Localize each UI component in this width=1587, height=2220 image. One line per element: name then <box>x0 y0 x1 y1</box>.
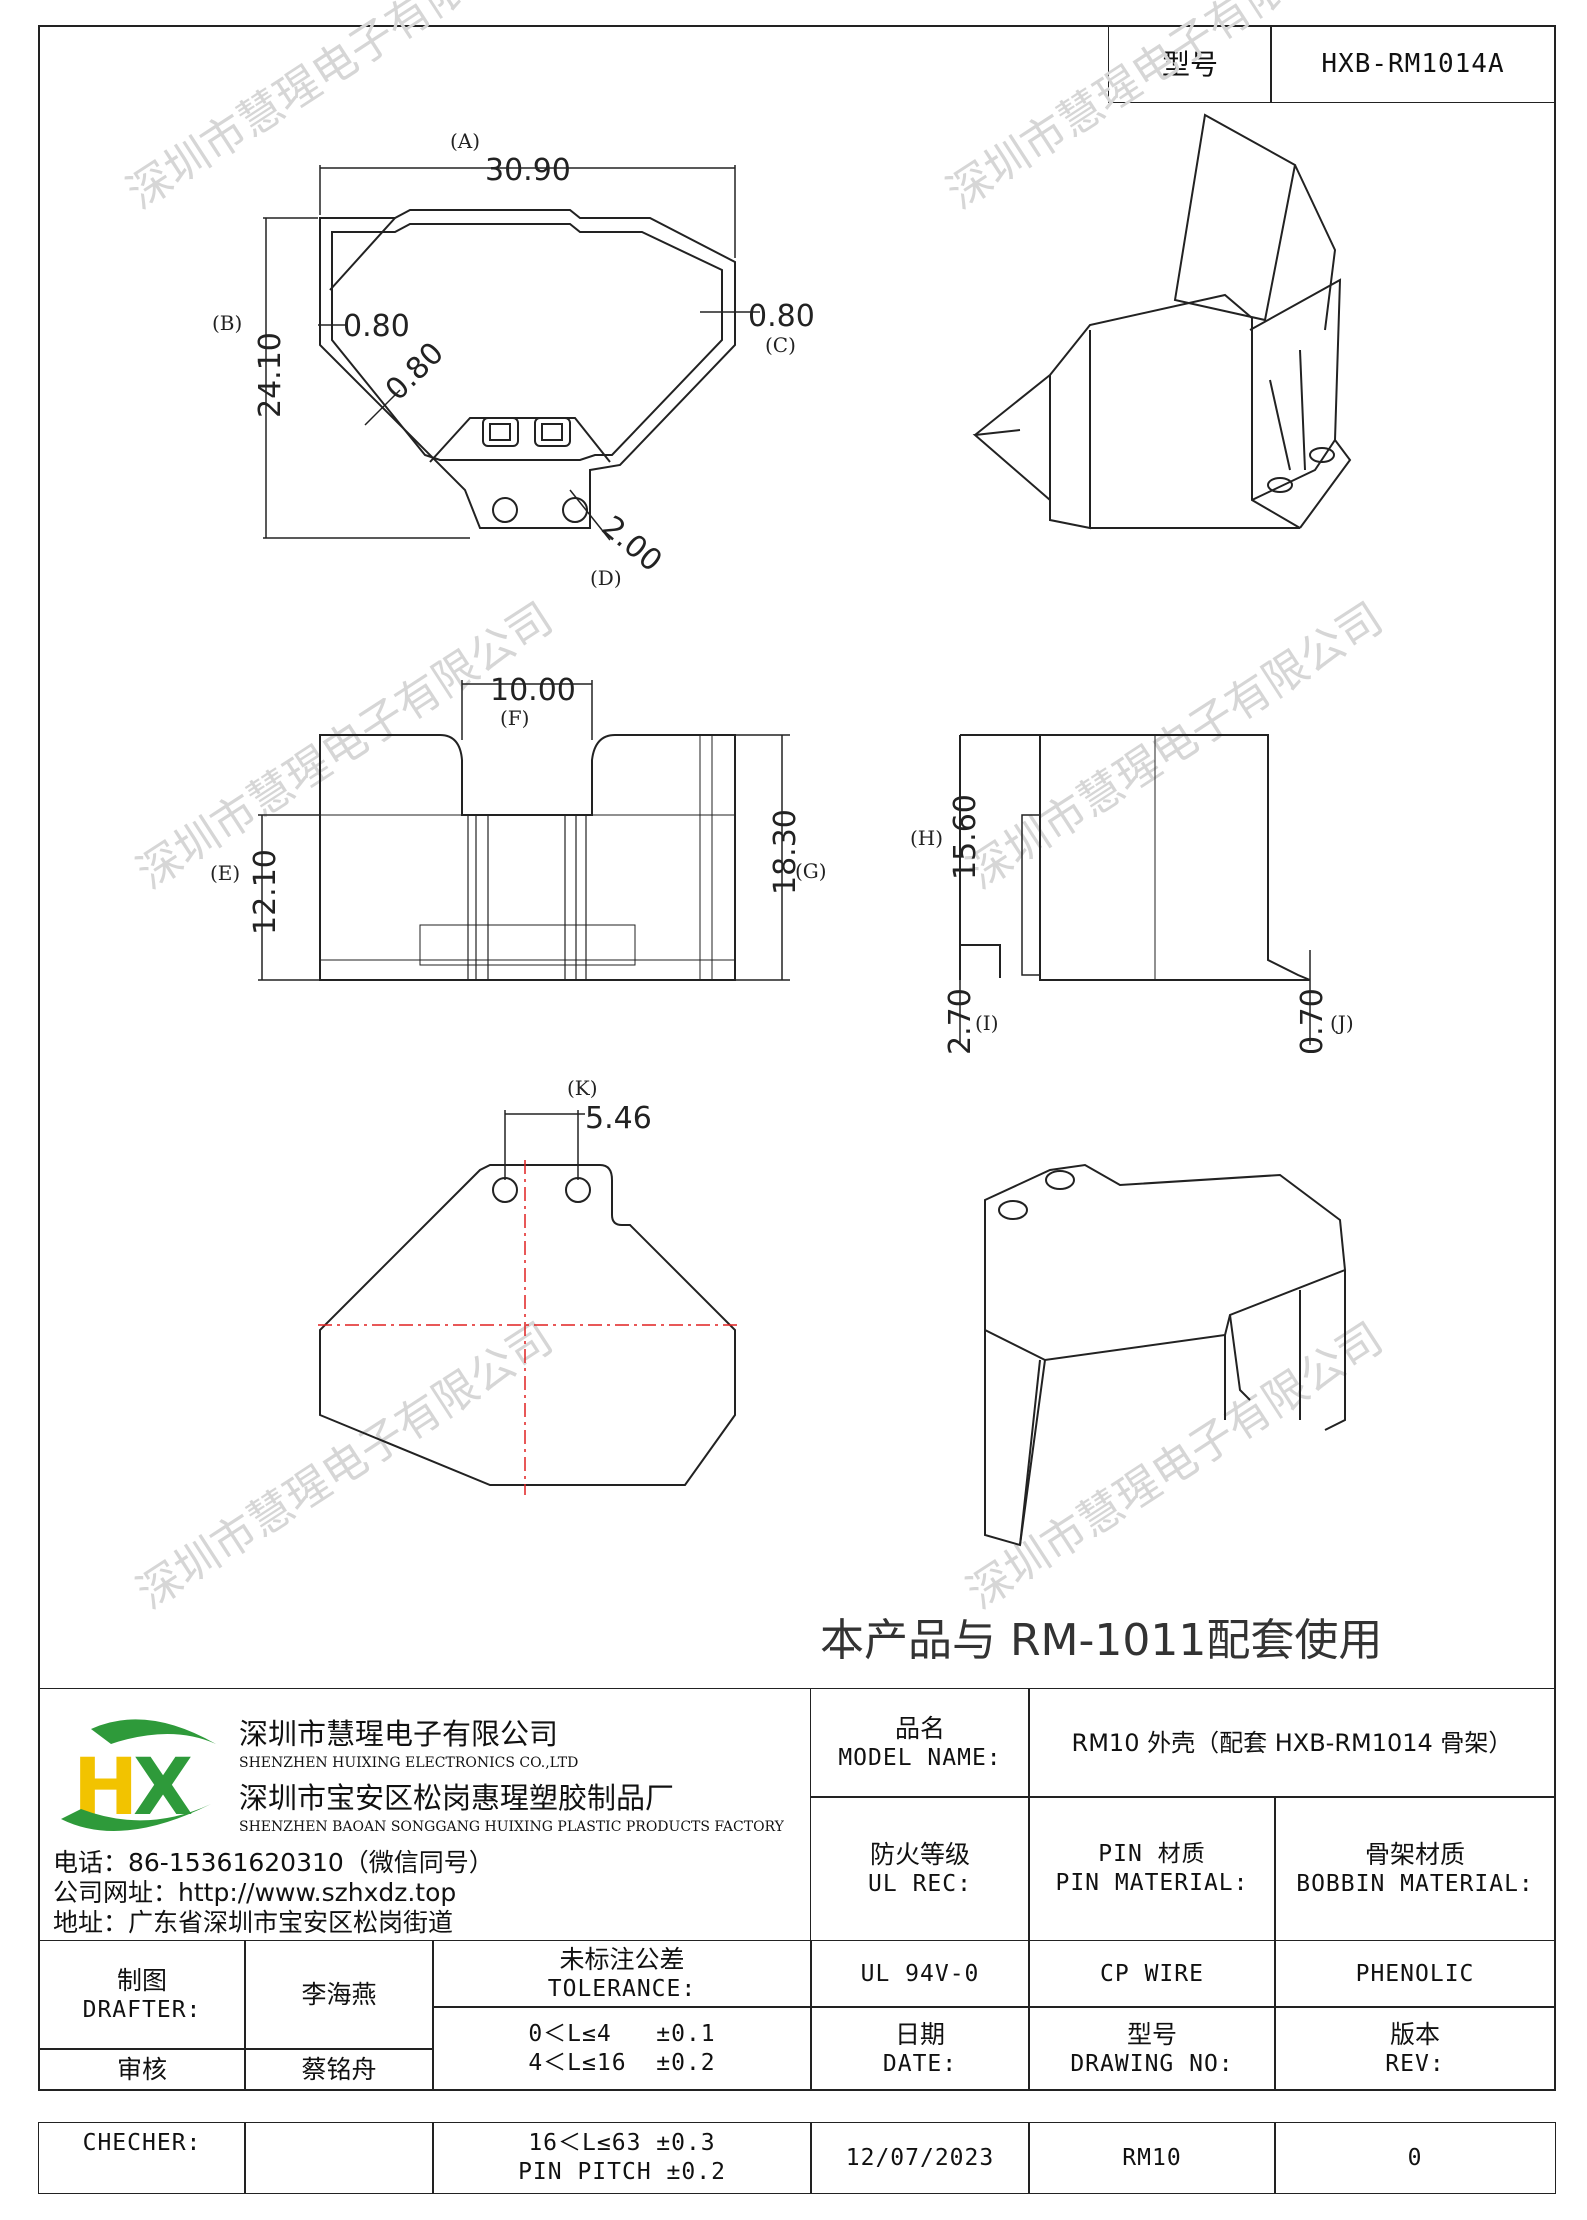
dim-g-value: 18.30 <box>768 809 803 895</box>
watermarks: 深圳市慧瑆电子有限公司 深圳市慧瑆电子有限公司 深圳市慧瑆电子有限公司 深圳市慧… <box>118 0 1392 1619</box>
company-website[interactable]: 公司网址：http://www.szhxdz.top <box>53 1878 457 1907</box>
tolerance-rows-2: 16＜L≤63 ±0.3 PIN PITCH ±0.2 <box>432 2122 812 2194</box>
watermark-text: 深圳市慧瑆电子有限公司 <box>958 593 1392 899</box>
dim-g-label: (G) <box>795 859 827 883</box>
company-name-cn: 深圳市慧瑆电子有限公司 <box>239 1717 559 1751</box>
pin-material-label: PIN 材质 PIN MATERIAL: <box>1028 1796 1276 1941</box>
front-view <box>319 734 736 981</box>
dim-e-label: (E) <box>210 861 240 885</box>
ul-rec-label: 防火等级 UL REC: <box>810 1796 1030 1941</box>
dim-j-value: 0.70 <box>1295 988 1330 1055</box>
factory-name-cn: 深圳市宝安区松岗惠瑆塑胶制品厂 <box>239 1781 675 1815</box>
drafter-value: 李海燕 <box>244 1940 434 2050</box>
header-model-value: HXB-RM1014A <box>1270 25 1556 103</box>
iso-view-2 <box>984 1163 1347 1547</box>
date-label: 日期 DATE: <box>810 2006 1030 2091</box>
company-address: 地址：广东省深圳市宝安区松岗街道 <box>53 1908 454 1937</box>
dim-a-value: 30.90 <box>485 153 571 188</box>
company-logo: H X <box>61 1719 216 1833</box>
rev-label: 版本 REV: <box>1274 2006 1556 2091</box>
side-view-dims <box>959 735 1311 1045</box>
dim-f-value: 10.00 <box>490 673 576 708</box>
dim-b-label: (B) <box>212 311 242 335</box>
model-name-label: 品名 MODEL NAME: <box>810 1688 1030 1798</box>
dim-c-value: 0.80 <box>748 299 815 334</box>
ul-value: UL 94V-0 <box>810 1940 1030 2008</box>
compatibility-note: 本产品与 RM-1011配套使用 <box>820 1615 1382 1666</box>
dim-c-label: (C) <box>765 333 796 357</box>
checker-label: 审核 <box>38 2048 246 2091</box>
dim-h-label: (H) <box>910 826 943 850</box>
dim-k-value: 5.46 <box>585 1101 652 1136</box>
dim-d-label: (D) <box>590 566 622 590</box>
factory-name-en: SHENZHEN BAOAN SONGGANG HUIXING PLASTIC … <box>239 1819 784 1835</box>
watermark-text: 深圳市慧瑆电子有限公司 <box>128 593 562 899</box>
tolerance-label: 未标注公差 TOLERANCE: <box>432 1940 812 2008</box>
top-view <box>319 209 736 529</box>
watermark-text: 深圳市慧瑆电子有限公司 <box>938 0 1372 219</box>
dim-h-value: 15.60 <box>948 794 983 880</box>
dim-left-wall-value: 0.80 <box>343 309 410 344</box>
dim-diag-value: 0.80 <box>379 336 451 408</box>
company-block: H X 深圳市慧瑆电子有限公司 SHENZHEN HUIXING ELECTRO… <box>38 1688 811 1941</box>
header-model-label: 型号 <box>1108 25 1272 103</box>
watermark-text: 深圳市慧瑆电子有限公司 <box>958 1313 1392 1619</box>
company-phone: 电话：86-15361620310（微信同号） <box>53 1848 494 1877</box>
bottom-view-dims <box>504 1110 585 1180</box>
checker-value: 蔡铭舟 <box>244 2048 434 2091</box>
checher-value <box>244 2122 434 2194</box>
dim-a-label: (A) <box>450 129 480 153</box>
date-value: 12/07/2023 <box>810 2122 1030 2194</box>
iso-view-1 <box>972 113 1352 530</box>
drafter-label: 制图 DRAFTER: <box>38 1940 246 2050</box>
top-view-dims <box>263 165 760 541</box>
rev-value: 0 <box>1274 2122 1556 2194</box>
checher-label: CHECHER: <box>38 2122 246 2194</box>
bobbin-value: PHENOLIC <box>1274 1940 1556 2008</box>
dim-i-value: 2.70 <box>943 988 978 1055</box>
model-name-value: RM10 外壳（配套 HXB-RM1014 骨架） <box>1028 1688 1556 1798</box>
bottom-view-centerlines <box>318 1160 740 1495</box>
tolerance-rows-1: 0＜L≤4 ±0.1 4＜L≤16 ±0.2 <box>432 2006 812 2091</box>
front-view-dims <box>258 680 790 981</box>
dim-b-value: 24.10 <box>253 332 288 418</box>
watermark-text: 深圳市慧瑆电子有限公司 <box>128 1313 562 1619</box>
company-name-en: SHENZHEN HUIXING ELECTRONICS CO.,LTD <box>239 1755 579 1771</box>
dim-e-value: 12.10 <box>248 849 283 935</box>
bobbin-material-label: 骨架材质 BOBBIN MATERIAL: <box>1274 1796 1556 1941</box>
logo-x-letter: X <box>133 1743 193 1833</box>
dim-j-label: (J) <box>1330 1011 1354 1035</box>
dim-f-label: (F) <box>500 706 529 730</box>
dim-k-label: (K) <box>567 1076 598 1100</box>
drawing-no-label: 型号 DRAWING NO: <box>1028 2006 1276 2091</box>
dim-i-label: (I) <box>975 1011 999 1035</box>
technical-drawing: 深圳市慧瑆电子有限公司 深圳市慧瑆电子有限公司 深圳市慧瑆电子有限公司 深圳市慧… <box>118 0 1392 1666</box>
drawing-no-value: RM10 <box>1028 2122 1276 2194</box>
pin-value: CP WIRE <box>1028 1940 1276 2008</box>
